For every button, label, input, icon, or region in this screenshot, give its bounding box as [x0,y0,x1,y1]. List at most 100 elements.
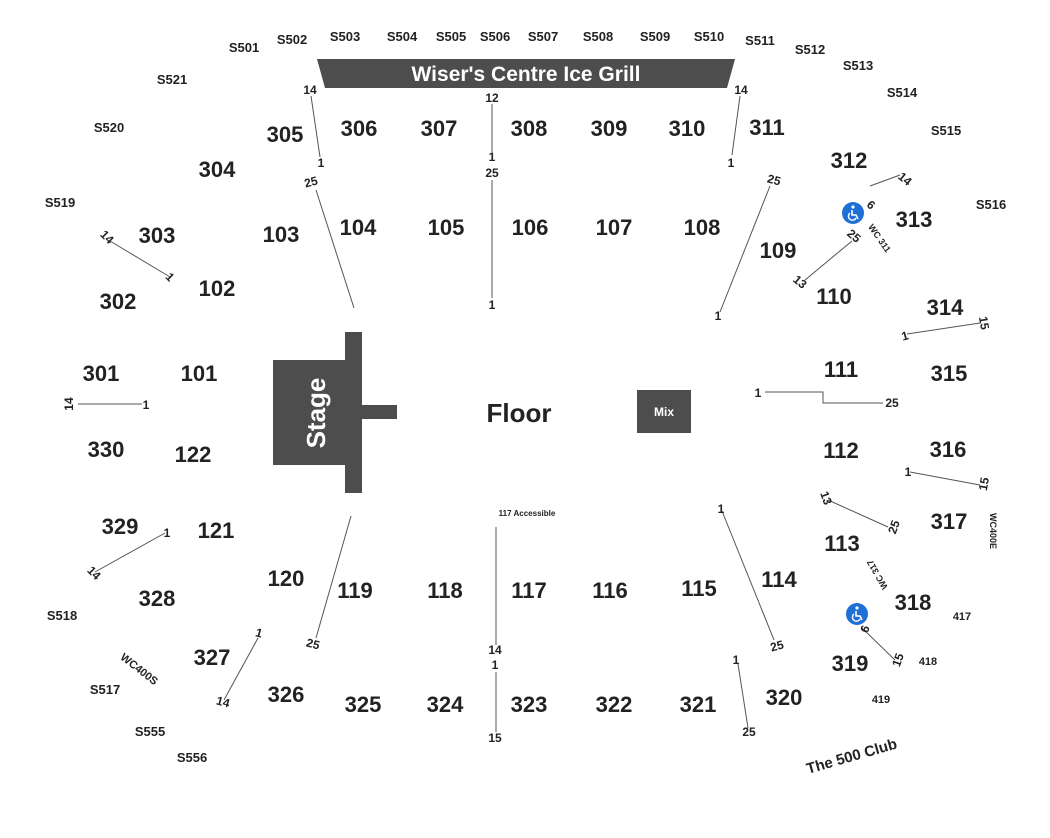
section-121[interactable]: 121 [198,518,235,543]
section-318[interactable]: 318 [895,590,932,615]
suite-s512[interactable]: S512 [795,42,825,57]
suite-s513[interactable]: S513 [843,58,873,73]
section-118[interactable]: 118 [427,578,463,603]
section-303[interactable]: 303 [139,223,176,248]
stage: Stage [273,332,397,493]
section-105[interactable]: 105 [428,215,465,240]
section-102[interactable]: 102 [199,276,236,301]
row-label: 14 [734,83,748,97]
row-label: 14 [97,227,117,247]
row-label: 1 [489,150,496,164]
row-lines [78,95,981,732]
section-115[interactable]: 115 [681,576,717,601]
suite-s555[interactable]: S555 [135,724,165,739]
suite-s501[interactable]: S501 [229,40,259,55]
suite-s508[interactable]: S508 [583,29,613,44]
row-label: 1 [254,625,264,640]
section-314[interactable]: 314 [927,295,964,320]
section-304[interactable]: 304 [199,157,236,182]
section-311[interactable]: 311 [749,115,785,140]
section-114[interactable]: 114 [761,567,797,592]
section-107[interactable]: 107 [596,215,633,240]
section-417[interactable]: 417 [953,611,971,623]
section-327[interactable]: 327 [194,645,231,670]
section-315[interactable]: 315 [931,361,968,386]
section-110[interactable]: 110 [816,284,852,309]
section-322[interactable]: 322 [596,692,633,717]
section-301[interactable]: 301 [83,361,120,386]
suite-s502[interactable]: S502 [277,32,307,47]
suite-s511[interactable]: S511 [745,33,775,48]
section-418[interactable]: 418 [919,656,937,668]
wc-311-label: WC 311 [866,222,893,254]
suite-s507[interactable]: S507 [528,29,558,44]
section-323[interactable]: 323 [511,692,548,717]
suite-s510[interactable]: S510 [694,29,724,44]
row-label: 1 [718,502,725,516]
suite-s518[interactable]: S518 [47,608,77,623]
section-108[interactable]: 108 [684,215,721,240]
section-106[interactable]: 106 [512,215,549,240]
the-500-club-label[interactable]: The 500 Club [805,736,899,778]
section-316[interactable]: 316 [930,437,967,462]
suite-s516[interactable]: S516 [976,197,1006,212]
suite-s520[interactable]: S520 [94,120,124,135]
section-324[interactable]: 324 [427,692,464,717]
row-label: 25 [885,396,899,410]
section-305[interactable]: 305 [267,122,304,147]
section-325[interactable]: 325 [345,692,382,717]
suite-s504[interactable]: S504 [387,29,418,44]
section-308[interactable]: 308 [511,116,548,141]
section-328[interactable]: 328 [139,586,176,611]
stage-label: Stage [301,378,331,449]
section-419[interactable]: 419 [872,694,890,706]
section-317[interactable]: 317 [931,509,968,534]
suite-s505[interactable]: S505 [436,29,466,44]
section-302[interactable]: 302 [100,289,137,314]
suite-s503[interactable]: S503 [330,29,360,44]
section-101[interactable]: 101 [181,361,218,386]
section-329[interactable]: 329 [102,514,139,539]
section-122[interactable]: 122 [175,442,212,467]
section-120[interactable]: 120 [268,566,305,591]
section-306[interactable]: 306 [341,116,378,141]
section-326[interactable]: 326 [268,682,305,707]
suite-s506[interactable]: S506 [480,29,510,44]
row-label: 15 [976,315,992,331]
section-103[interactable]: 103 [263,222,300,247]
section-310[interactable]: 310 [669,116,706,141]
section-307[interactable]: 307 [421,116,458,141]
section-109[interactable]: 109 [760,238,797,263]
section-319[interactable]: 319 [832,651,869,676]
section-321[interactable]: 321 [680,692,717,717]
section-104[interactable]: 104 [340,215,377,240]
row-label: 12 [485,91,499,105]
section-119[interactable]: 119 [337,578,373,603]
section-113[interactable]: 113 [824,531,860,556]
ice-grill-banner[interactable]: Wiser's Centre Ice Grill [317,59,735,88]
suite-s519[interactable]: S519 [45,195,75,210]
suite-s517[interactable]: S517 [90,682,120,697]
suite-s556[interactable]: S556 [177,750,207,765]
row-label: 6 [857,623,873,634]
section-309[interactable]: 309 [591,116,628,141]
section-313[interactable]: 313 [896,207,933,232]
suite-s521[interactable]: S521 [157,72,187,87]
floor-label[interactable]: Floor [487,398,552,428]
suite-s509[interactable]: S509 [640,29,670,44]
sections-300: 301 302 303 304 305 306 307 308 309 310 … [83,115,968,717]
row-label: 1 [164,526,171,540]
suite-s515[interactable]: S515 [931,123,961,138]
section-117[interactable]: 117 [511,578,547,603]
section-330[interactable]: 330 [88,437,125,462]
section-312[interactable]: 312 [831,148,868,173]
row-label: 1 [318,156,325,170]
mix-label: Mix [654,405,674,419]
section-111[interactable]: 111 [824,357,858,382]
section-320[interactable]: 320 [766,685,803,710]
section-112[interactable]: 112 [823,438,859,463]
suite-s514[interactable]: S514 [887,85,918,100]
section-116[interactable]: 116 [592,578,628,603]
accessible-117-label: 117 Accessible [499,509,556,518]
row-label: 14 [895,169,914,189]
